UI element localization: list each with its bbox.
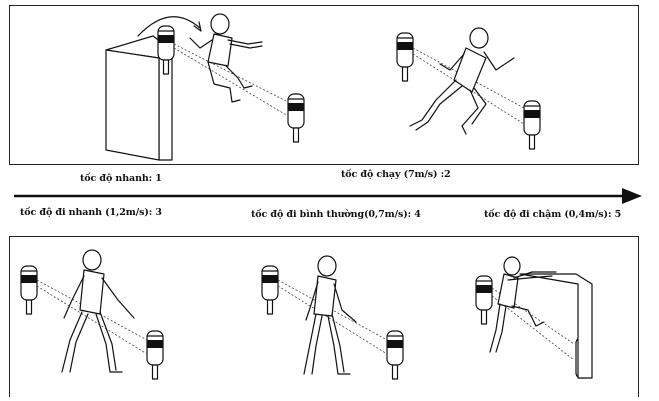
person-figure-icon (489, 256, 557, 353)
scene-fast-walk (20, 249, 164, 380)
beam-sensor-icon (523, 100, 541, 150)
beam-sensor-icon (386, 330, 404, 380)
beam-sensor-icon (396, 32, 414, 82)
person-figure-icon (303, 255, 357, 375)
label-run: tốc độ chạy (7m/s) :2 (341, 169, 451, 180)
wall-icon (519, 273, 593, 379)
label-fast-walk: tốc độ đi nhanh (1,2m/s): 3 (20, 207, 162, 218)
label-fast-climb: tốc độ nhanh: 1 (80, 173, 162, 184)
label-normal-walk: tốc độ đi bình thường(0,7m/s): 4 (251, 209, 421, 220)
speed-axis-arrow (14, 188, 642, 204)
beam-sensor-icon (261, 265, 279, 315)
label-slow-walk: tốc độ đi chậm (0,4m/s): 5 (484, 209, 622, 220)
scene-slow-walk (475, 256, 593, 379)
beam-sensor-icon (146, 330, 164, 380)
beam-sensor-icon (287, 93, 305, 143)
scene-normal-walk (261, 255, 404, 380)
person-figure-icon (189, 13, 263, 103)
scene-fast-climb (105, 13, 305, 161)
person-figure-icon (61, 249, 135, 373)
beam-sensor-icon (475, 275, 493, 325)
beam-sensor-icon (20, 265, 38, 315)
scene-run (396, 27, 541, 150)
person-figure-icon (409, 27, 515, 135)
